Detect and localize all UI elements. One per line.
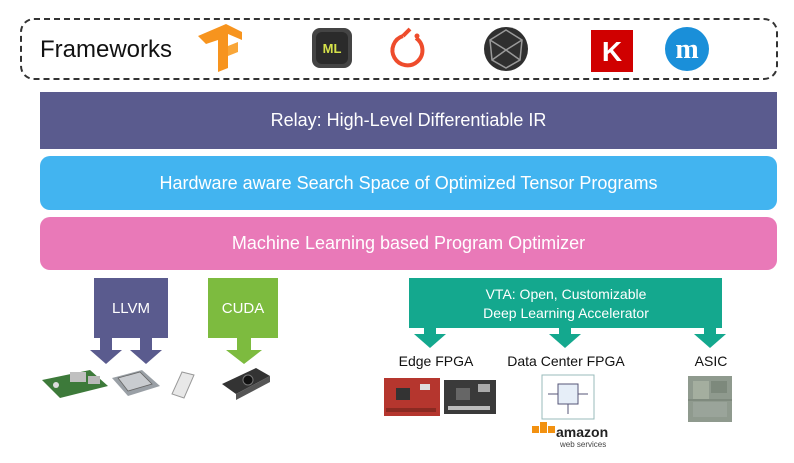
edge-fpga-board-red-icon xyxy=(384,378,440,416)
llvm-arrow: LLVM xyxy=(90,278,168,364)
aws-subtext: web services xyxy=(559,440,606,449)
datacenter-fpga-diagram-icon xyxy=(542,375,594,419)
edge-fpga-label: Edge FPGA xyxy=(399,353,474,369)
asic-die-icon xyxy=(688,376,732,422)
vta-label-line2: Deep Learning Accelerator xyxy=(483,305,649,321)
amazon-text: amazon xyxy=(556,424,608,440)
cuda-arrow: CUDA xyxy=(208,278,278,364)
raspberry-pi-icon xyxy=(42,370,108,398)
vta-arrow: VTA: Open, Customizable Deep Learning Ac… xyxy=(409,278,726,348)
vta-label-line1: VTA: Open, Customizable xyxy=(486,286,647,302)
edge-fpga-board-dark-icon xyxy=(444,380,496,414)
aws-logo-icon: amazon web services xyxy=(532,422,608,449)
llvm-label: LLVM xyxy=(112,300,150,317)
gpu-card-icon xyxy=(222,368,270,400)
datacenter-fpga-label: Data Center FPGA xyxy=(507,353,625,369)
phone-icon xyxy=(172,372,194,398)
cpu-chip-icon xyxy=(112,370,160,396)
asic-label: ASIC xyxy=(695,353,728,369)
cuda-label: CUDA xyxy=(222,300,265,317)
